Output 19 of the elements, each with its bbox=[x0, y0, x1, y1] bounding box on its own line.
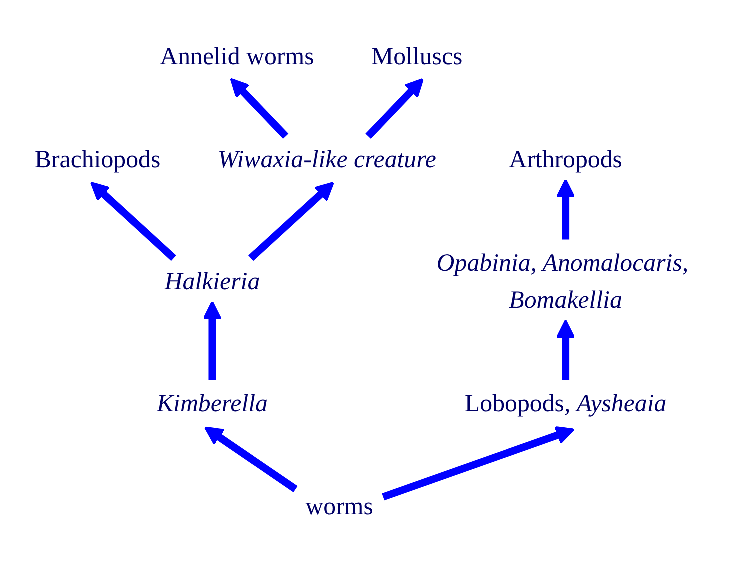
arrow bbox=[230, 78, 289, 139]
node-text: Arthropods bbox=[509, 146, 622, 174]
arrow bbox=[202, 300, 222, 380]
arrow bbox=[382, 426, 575, 500]
node-text: Kimberella bbox=[156, 390, 268, 418]
node-text: worms bbox=[306, 492, 374, 520]
node-text: Lobopods, Aysheaia bbox=[464, 390, 667, 418]
arrow bbox=[248, 181, 334, 261]
node-text: Brachiopods bbox=[34, 146, 161, 174]
arrow bbox=[90, 181, 176, 261]
node-text: Halkieria bbox=[164, 268, 260, 296]
arrow bbox=[556, 178, 576, 240]
arrow bbox=[204, 426, 298, 492]
node-text: Wiwaxia-like creature bbox=[218, 146, 436, 174]
node-text: Opabinia, Anomalocaris, Bomakellia bbox=[436, 249, 689, 314]
arrow bbox=[556, 319, 576, 380]
node-text: Annelid worms bbox=[160, 42, 314, 70]
arrow bbox=[366, 78, 424, 139]
node-text: Molluscs bbox=[371, 42, 463, 70]
